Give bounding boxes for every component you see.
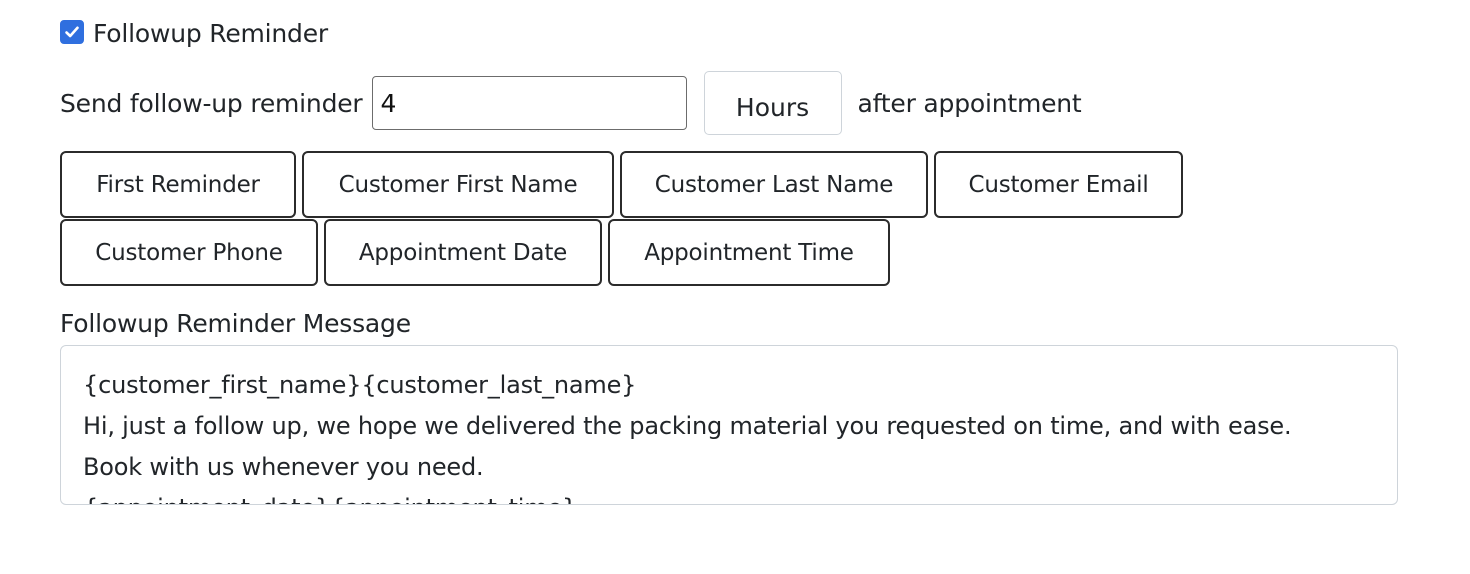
send-followup-prefix: Send follow-up reminder <box>60 88 363 118</box>
send-followup-suffix: after appointment <box>857 88 1082 118</box>
followup-message-textarea[interactable]: {customer_first_name}{customer_last_name… <box>60 345 1398 505</box>
insert-customer-last-name-button[interactable]: Customer Last Name <box>620 151 928 218</box>
send-followup-row: Send follow-up reminder Hours after appo… <box>60 70 1082 136</box>
insert-customer-first-name-button[interactable]: Customer First Name <box>302 151 614 218</box>
insert-appointment-date-button[interactable]: Appointment Date <box>324 219 602 286</box>
reminder-offset-input[interactable] <box>371 76 687 130</box>
insert-customer-phone-button[interactable]: Customer Phone <box>60 219 318 286</box>
insert-appointment-time-button[interactable]: Appointment Time <box>608 219 890 286</box>
followup-reminder-label: Followup Reminder <box>93 19 328 48</box>
insert-customer-email-button[interactable]: Customer Email <box>934 151 1183 218</box>
insert-first-reminder-button[interactable]: First Reminder <box>60 151 296 218</box>
message-line: {appointment_date}{appointment_time} <box>83 488 1397 504</box>
followup-reminder-checkbox[interactable] <box>60 20 84 44</box>
message-line: Book with us whenever you need. <box>83 453 484 481</box>
checkmark-icon <box>65 26 79 38</box>
message-line: {customer_first_name}{customer_last_name… <box>83 371 637 399</box>
message-line: Hi, just a follow up, we hope we deliver… <box>83 412 1292 440</box>
reminder-unit-value: Hours <box>735 92 810 122</box>
followup-reminder-toggle[interactable]: Followup Reminder <box>60 16 328 52</box>
reminder-unit-select[interactable]: Hours <box>703 71 842 135</box>
followup-message-label: Followup Reminder Message <box>60 309 411 338</box>
